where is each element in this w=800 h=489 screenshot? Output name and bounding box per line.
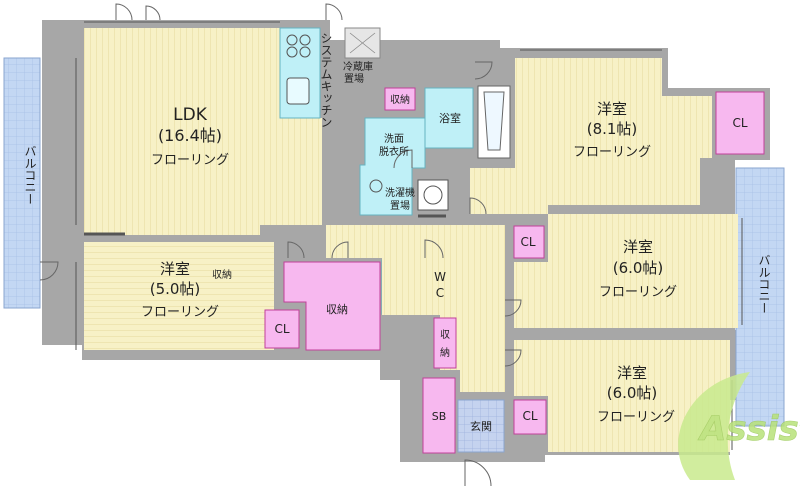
stove-burner-icon: [299, 46, 311, 58]
room-western-6-0-upper: [514, 214, 738, 328]
closet-5-0: [264, 309, 300, 349]
hallway: [326, 225, 505, 392]
w81-floor: フローリング: [573, 145, 651, 160]
storage-big: [283, 261, 381, 351]
storage-small: [384, 87, 416, 111]
shoe-box: [422, 377, 456, 454]
closet-8-1: [715, 91, 765, 155]
w81-name: 洋室: [597, 100, 627, 118]
room-ldk: [84, 28, 322, 235]
door-swings: [39, 3, 522, 487]
ldk-name: LDK: [173, 105, 208, 125]
bathroom: [424, 87, 474, 149]
w50-floor: フローリング: [141, 305, 219, 320]
washroom-label-line2: 脱衣所: [379, 145, 409, 158]
balcony-right-label: バルコニー: [757, 254, 771, 314]
sb-label: SB: [432, 410, 447, 423]
storage-hall-label-line1: 収: [440, 329, 450, 341]
storage-hall-label-line2: 納: [440, 346, 450, 359]
w60a-floor: フローリング: [599, 285, 677, 300]
windows: [75, 21, 743, 450]
w60a-size: (6.0帖): [613, 259, 664, 277]
wash-basin-icon: [369, 179, 383, 193]
w50-size: (5.0帖): [150, 280, 201, 298]
bathtub-inner: [483, 91, 505, 151]
stove-burner-icon: [299, 34, 311, 46]
stove-burner-icon: [286, 46, 298, 58]
room-western-6-0-lower: [514, 340, 730, 452]
storage-big-label: 収納: [326, 303, 348, 316]
w50-name: 洋室: [160, 260, 190, 278]
closet-6-0-upper: [513, 225, 545, 259]
room-western-5-0: [84, 242, 274, 350]
w60b-size: (6.0帖): [607, 384, 658, 402]
w81-size: (8.1帖): [587, 120, 638, 138]
ldk-floor: フローリング: [151, 153, 229, 168]
cl-8-1-label: CL: [732, 116, 747, 130]
cl-6-0-lower-label: CL: [522, 409, 537, 423]
closet-6-0-lower: [513, 399, 547, 435]
kitchen-label: システムキッチン: [319, 32, 333, 128]
genkan-label: 玄関: [470, 419, 492, 433]
laundry-label-line1: 洗濯機: [385, 186, 415, 199]
room-western-8-1: [470, 58, 712, 214]
balcony-left: [3, 57, 41, 309]
storage-small-label: 収納: [390, 93, 410, 106]
balcony-left-label: バルコニー: [23, 145, 37, 205]
watermark-text: Assist: [697, 409, 800, 449]
w60a-name: 洋室: [623, 238, 653, 256]
w60b-name: 洋室: [617, 364, 647, 382]
cl-5-0-label: CL: [274, 322, 289, 336]
wc-label-w: W: [434, 270, 446, 284]
washing-machine-icon: [417, 179, 449, 211]
fridge-label-line1: 冷蔵庫: [343, 60, 373, 73]
ldk-size: (16.4帖): [158, 126, 222, 145]
w50-storage-note: 収納: [212, 268, 232, 281]
stove-burner-icon: [286, 34, 298, 46]
sink-icon: [286, 77, 310, 105]
balcony-right: [735, 167, 785, 427]
entrance: [457, 399, 505, 453]
w60b-floor: フローリング: [597, 410, 675, 425]
laundry-label-line2: 置場: [390, 199, 410, 212]
washroom-label-line1: 洗面: [384, 133, 404, 145]
watermark-logo: Assist: [678, 372, 800, 480]
bath-label: 浴室: [439, 111, 461, 125]
cl-6-0-upper-label: CL: [520, 235, 535, 249]
wc-label-c: C: [436, 286, 444, 300]
storage-hall: [433, 317, 457, 369]
washroom: [359, 117, 426, 216]
fridge-label-line2: 置場: [344, 72, 364, 85]
